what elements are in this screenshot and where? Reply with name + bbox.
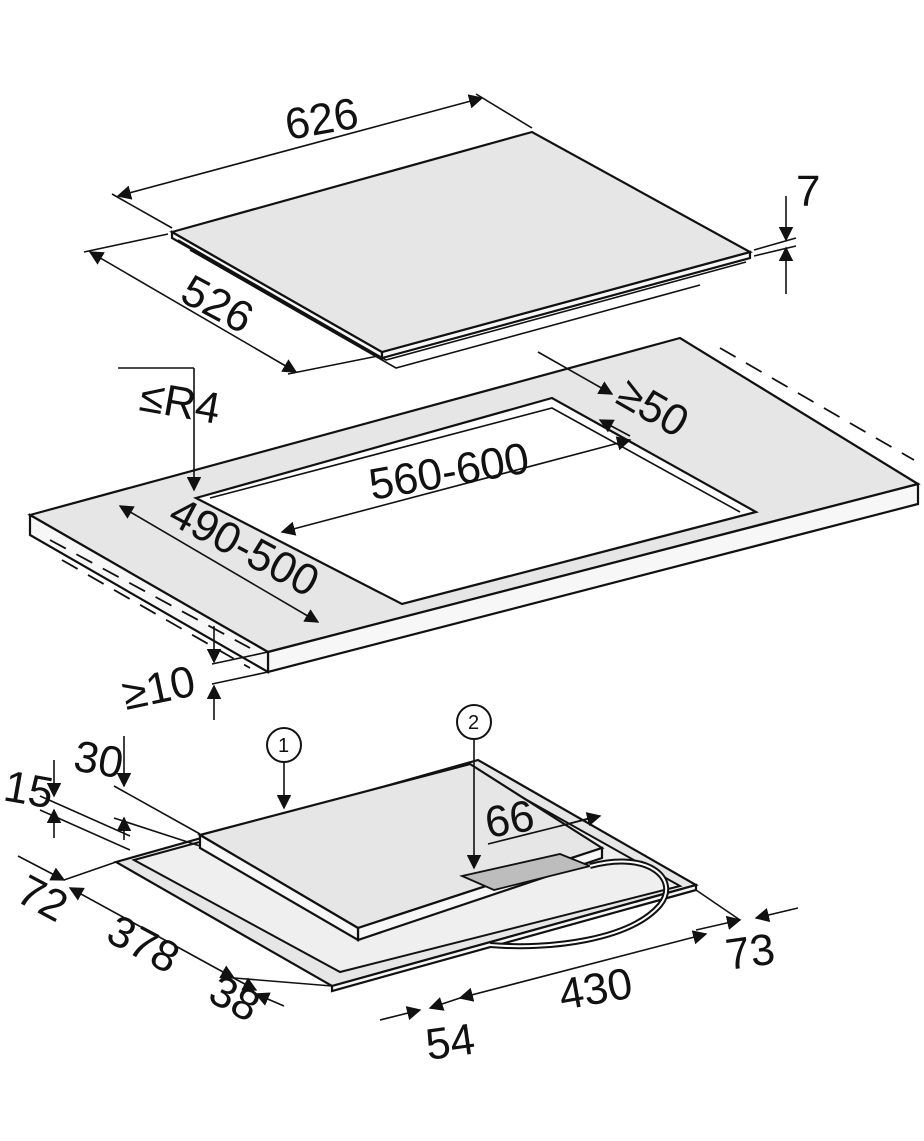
hob-glass-surface: [169, 130, 753, 354]
hob-underside: [113, 758, 699, 993]
dim-bottom-72: 72: [9, 855, 117, 932]
label-626: 626: [281, 89, 362, 150]
label-7: 7: [796, 167, 820, 216]
hob-top-view: [169, 130, 753, 369]
label-38: 38: [201, 966, 267, 1032]
dim-bottom-15: 15: [0, 760, 131, 851]
label-378: 378: [99, 906, 187, 984]
callout-1: 1: [266, 727, 302, 810]
label-r4: ≤R4: [136, 372, 224, 434]
label-54: 54: [423, 1015, 478, 1070]
label-430: 430: [555, 959, 636, 1020]
callout-2: 2: [456, 704, 492, 870]
label-15: 15: [0, 762, 57, 819]
callout-2-label: 2: [468, 712, 479, 734]
dim-bottom-30: 30: [70, 732, 201, 847]
label-10: ≥10: [118, 657, 200, 720]
dim-hob-thickness: 7: [753, 167, 820, 294]
callout-1-label: 1: [278, 735, 289, 757]
dim-bottom-54: 54: [379, 995, 478, 1070]
dim-bottom-66: 66: [481, 791, 602, 848]
dim-bottom-73: 73: [695, 889, 799, 980]
label-66: 66: [481, 791, 538, 848]
label-30: 30: [70, 732, 127, 789]
label-73: 73: [723, 925, 778, 980]
label-72: 72: [9, 866, 75, 932]
